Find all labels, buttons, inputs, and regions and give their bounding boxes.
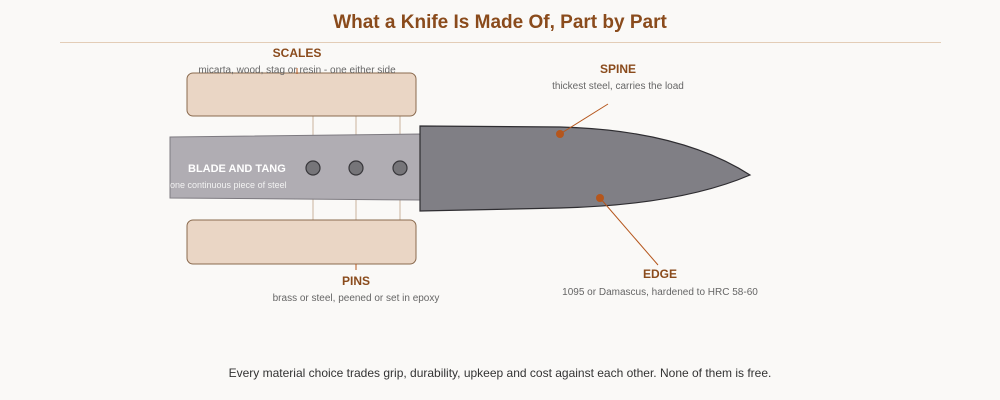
footer-note: Every material choice trades grip, durab… [228, 366, 772, 380]
spine-desc: thickest steel, carries the load [552, 81, 684, 92]
pin [348, 160, 364, 176]
edge-callout-dot [596, 194, 604, 202]
scales-label: SCALES [273, 46, 322, 60]
page-title: What a Knife Is Made Of, Part by Part [333, 12, 667, 33]
spine-callout-dot [556, 130, 564, 138]
scales-desc: micarta, wood, stag or resin - one eithe… [198, 65, 396, 76]
edge-desc: 1095 or Damascus, hardened to HRC 58-60 [562, 287, 758, 298]
pins [305, 160, 408, 176]
pin [305, 160, 321, 176]
blade-and-tang-desc: one continuous piece of steel [170, 180, 287, 190]
pin [392, 160, 408, 176]
pins-label: PINS [342, 274, 370, 288]
blade-and-tang-label: BLADE AND TANG [188, 163, 286, 175]
edge-label: EDGE [643, 267, 677, 281]
scale-bottom [186, 219, 417, 265]
pins-desc: brass or steel, peened or set in epoxy [273, 293, 440, 304]
blade [419, 125, 752, 212]
spine-callout-line [559, 103, 609, 135]
scale-top [186, 72, 417, 117]
edge-callout-line [599, 197, 659, 266]
title-divider [60, 42, 941, 43]
spine-label: SPINE [600, 62, 636, 76]
